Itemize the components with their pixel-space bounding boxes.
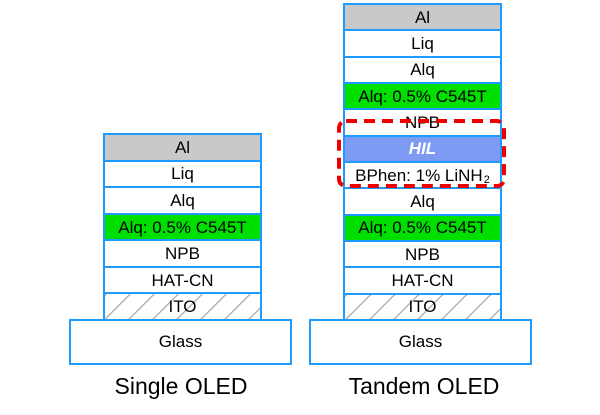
layer-hat-cn: HAT-CN xyxy=(345,268,500,295)
layer-label: HIL xyxy=(408,139,437,159)
layer-ito: ITO xyxy=(105,294,260,320)
layer-label: Al xyxy=(414,7,431,27)
layer-alq: Alq xyxy=(345,57,500,84)
layer-alq-c545t: Alq: 0.5% C545T xyxy=(345,83,500,111)
layer-label: HAT-CN xyxy=(151,270,214,290)
layer-alq: Alq xyxy=(345,189,500,216)
single-oled-stack: Al Liq Alq Alq: 0.5% C545T NPB HAT-CN IT… xyxy=(103,133,262,320)
layer-ito: ITO xyxy=(345,294,500,319)
layer-label: HAT-CN xyxy=(391,270,454,290)
layer-alq-c545t: Alq: 0.5% C545T xyxy=(345,215,500,242)
tandem-glass-substrate: Glass xyxy=(309,319,532,365)
layer-label: NPB xyxy=(165,244,200,264)
layer-label: ITO xyxy=(408,297,437,317)
layer-al: Al xyxy=(345,5,500,32)
layer-label: NPB xyxy=(405,112,440,132)
layer-label: ITO xyxy=(168,297,197,317)
layer-label: Al xyxy=(174,137,191,157)
layer-npb: NPB xyxy=(345,110,500,137)
single-glass-substrate: Glass xyxy=(69,319,292,365)
layer-liq: Liq xyxy=(345,31,500,58)
layer-label: Alq xyxy=(410,60,435,80)
layer-npb: NPB xyxy=(105,241,260,268)
layer-label: Alq: 0.5% C545T xyxy=(358,218,487,238)
layer-label: Alq: 0.5% C545T xyxy=(118,217,247,237)
layer-hil: HIL xyxy=(345,136,500,163)
layer-label: Liq xyxy=(411,33,434,53)
glass-label: Glass xyxy=(158,332,203,351)
tandem-oled-stack: Al Liq Alq Alq: 0.5% C545T NPB HIL BPhen… xyxy=(343,3,502,319)
glass-label: Glass xyxy=(398,332,443,351)
layer-label: Alq: 0.5% C545T xyxy=(358,86,487,106)
layer-label: NPB xyxy=(405,244,440,264)
layer-alq-c545t: Alq: 0.5% C545T xyxy=(105,214,260,242)
layer-hat-cn: HAT-CN xyxy=(105,267,260,295)
layer-label: Alq xyxy=(170,190,195,210)
subscript: 2 xyxy=(483,173,490,186)
layer-al: Al xyxy=(105,135,260,162)
layer-label: Liq xyxy=(171,164,194,184)
layer-alq: Alq xyxy=(105,188,260,215)
single-oled-label: Single OLED xyxy=(114,373,248,399)
layer-label: Alq xyxy=(410,191,435,211)
layer-npb: NPB xyxy=(345,241,500,269)
layer-label: BPhen: 1% LiNH xyxy=(355,165,483,185)
layer-liq: Liq xyxy=(105,161,260,189)
tandem-oled-label: Tandem OLED xyxy=(348,373,500,399)
